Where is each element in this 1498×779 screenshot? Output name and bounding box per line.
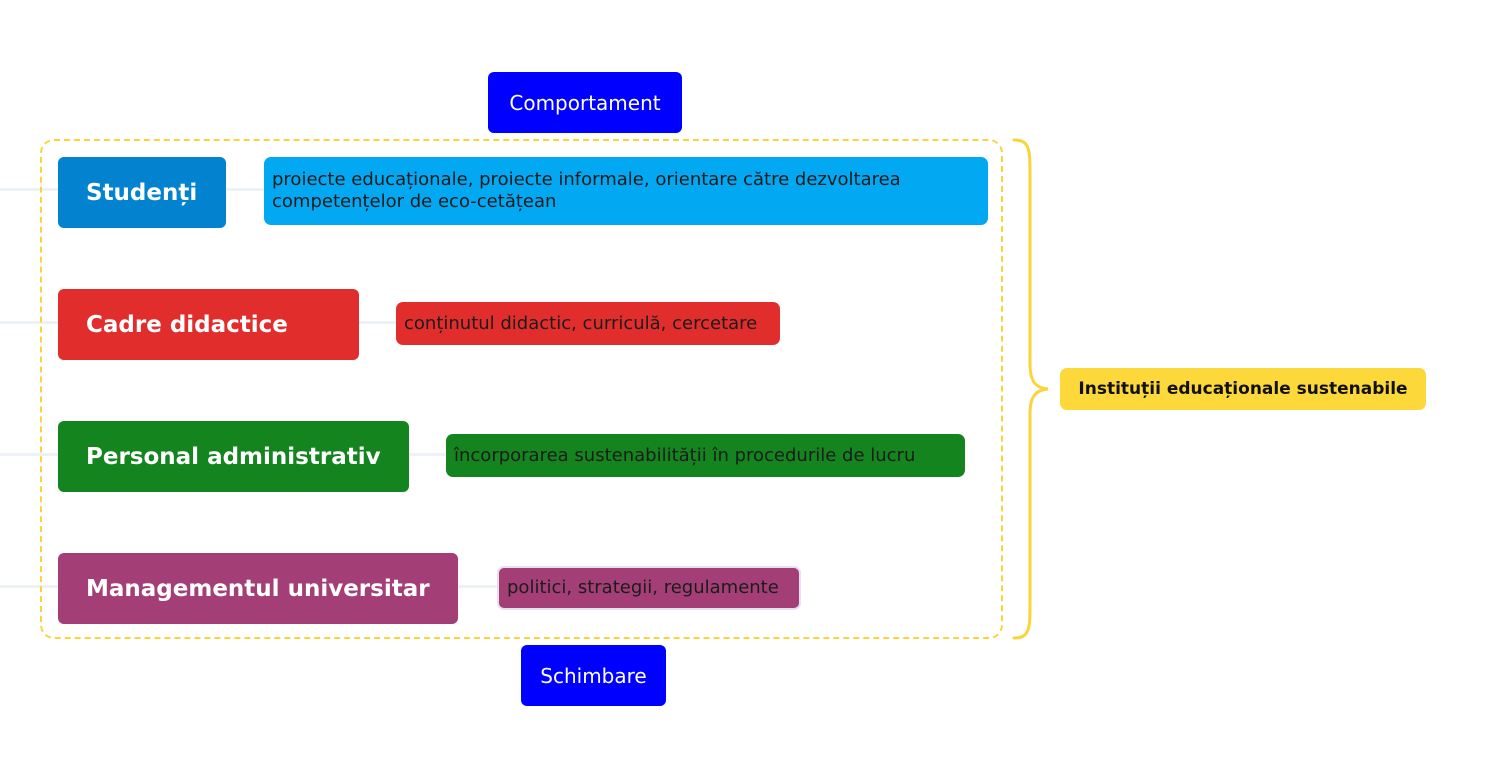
topic-cadre-didactice[interactable]: Cadre didactice	[58, 289, 359, 360]
summary-brace	[1012, 138, 1049, 640]
note-cadre-didactice[interactable]: conținutul didactic, curriculă, cercetar…	[396, 302, 780, 345]
note-studenti[interactable]: proiecte educaționale, proiecte informal…	[264, 157, 988, 225]
note-personal-administrativ[interactable]: încorporarea sustenabilității în procedu…	[446, 434, 965, 477]
connector-line	[0, 453, 60, 456]
boundary-frame	[40, 139, 1003, 639]
note-managementul-universitar[interactable]: politici, strategii, regulamente	[497, 566, 801, 610]
topic-studenti[interactable]: Studenți	[58, 157, 226, 228]
connector-line	[0, 321, 60, 324]
summary-topic[interactable]: Instituții educaționale sustenabile	[1060, 368, 1426, 410]
connector-line	[0, 188, 60, 191]
topic-personal-administrativ[interactable]: Personal administrativ	[58, 421, 409, 492]
topic-managementul-universitar[interactable]: Managementul universitar	[58, 553, 458, 624]
boundary-label-bottom[interactable]: Schimbare	[521, 645, 666, 706]
connector-line	[357, 321, 397, 324]
connector-line	[407, 453, 447, 456]
connector-line	[0, 585, 60, 588]
connector-line	[225, 188, 265, 191]
connector-line	[456, 585, 498, 588]
boundary-label-top[interactable]: Comportament	[488, 72, 682, 133]
